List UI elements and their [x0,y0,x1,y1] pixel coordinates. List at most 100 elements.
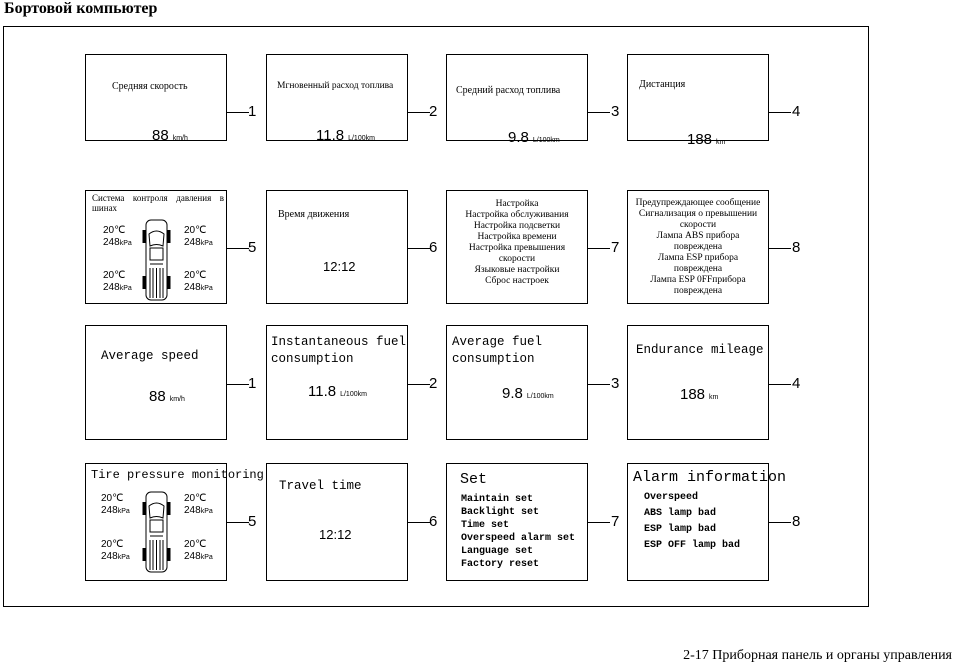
panel-label: Average speed [101,349,199,363]
settings-item: Time set [461,520,510,531]
page-footer: 2-17 Приборная панель и органы управлени… [683,648,952,663]
alarm-item: повреждена [673,242,723,252]
callout-number: 4 [792,375,801,392]
callout-line [408,384,430,385]
panel-label: Travel time [279,479,362,493]
panel-label: Система контроля давления в шинах [92,193,224,213]
settings-item: Language set [461,546,534,557]
alarm-item: ABS lamp bad [644,508,717,519]
alarm-item: Лампа ABS прибора [656,231,740,241]
ru-alarm-panel: Предупреждающее сообщение Сигнализация о… [627,190,769,304]
callout-line [227,522,249,523]
callout-line [408,112,430,113]
callout-number: 2 [429,375,438,392]
panel-heading: Set [460,471,488,488]
callout-line [227,248,249,249]
callout-number: 1 [248,103,257,120]
settings-item: Overspeed alarm set [461,533,576,544]
settings-item: Настройка времени [477,232,557,242]
alarm-item: Лампа ESP 0FFприбора [650,275,746,285]
panel-label: Tire pressure monitoring [91,468,264,482]
panel-label: Средняя скорость [112,81,188,92]
settings-item: Языковые настройки [474,265,560,275]
ru-travel-time-panel: Время движения 12:12 [266,190,408,304]
car-topview-icon [142,491,171,573]
callout-line [588,248,610,249]
callout-line [227,384,249,385]
alarm-item: Предупреждающее сообщение [635,198,761,208]
settings-item: Maintain set [461,494,534,505]
callout-line [769,384,791,385]
panel-value: 12:12 [319,527,352,542]
alarm-item: повреждена [673,264,723,274]
callout-line [588,522,610,523]
settings-item: Настройка обслуживания [465,210,569,220]
panel-label: Endurance mileage [636,343,764,357]
en-travel-time-panel: Travel time 12:12 [266,463,408,581]
alarm-list: Предупреждающее сообщение Сигнализация о… [630,198,766,297]
settings-item: скорости [498,254,536,264]
panel-label: Мгновенный расход топлива [277,81,394,91]
settings-item: Настройка подсветки [473,221,561,231]
figure-frame [3,26,869,607]
panel-label: Средний расход топлива [456,85,561,96]
ru-settings-panel: Настройка Настройка обслуживания Настрой… [446,190,588,304]
alarm-item: скорости [679,220,717,230]
settings-item: Backlight set [461,507,540,518]
settings-item: Сброс настроек [485,276,549,286]
callout-line [408,248,430,249]
callout-number: 8 [792,513,801,530]
callout-number: 1 [248,375,257,392]
car-topview-icon [142,219,171,301]
callout-number: 2 [429,103,438,120]
callout-number: 3 [611,375,620,392]
panel-label: Время движения [278,209,350,220]
alarm-item: Сигнализация о превышении [638,209,758,219]
panel-heading: Alarm information [633,469,787,486]
callout-line [408,522,430,523]
callout-line [769,112,791,113]
callout-number: 6 [429,239,438,256]
alarm-item: ESP lamp bad [644,524,717,535]
callout-line [588,384,610,385]
settings-list: Maintain set Backlight set Time set Over… [461,493,575,571]
callout-line [588,112,610,113]
callout-line [769,522,791,523]
panel-value: 12:12 [323,259,356,274]
settings-item: Настройка превышения [468,243,566,253]
settings-item: Настройка [495,199,539,209]
panel-label: Дистанция [639,79,686,90]
alarm-item: Overspeed [644,492,699,503]
callout-number: 7 [611,513,620,530]
callout-number: 7 [611,239,620,256]
settings-item: Factory reset [461,559,540,570]
alarm-item: Лампа ESP прибора [657,253,739,263]
en-alarm-panel: Alarm information Overspeed ABS lamp bad… [627,463,786,581]
callout-line [769,248,791,249]
callout-number: 5 [248,239,257,256]
callout-number: 4 [792,103,801,120]
